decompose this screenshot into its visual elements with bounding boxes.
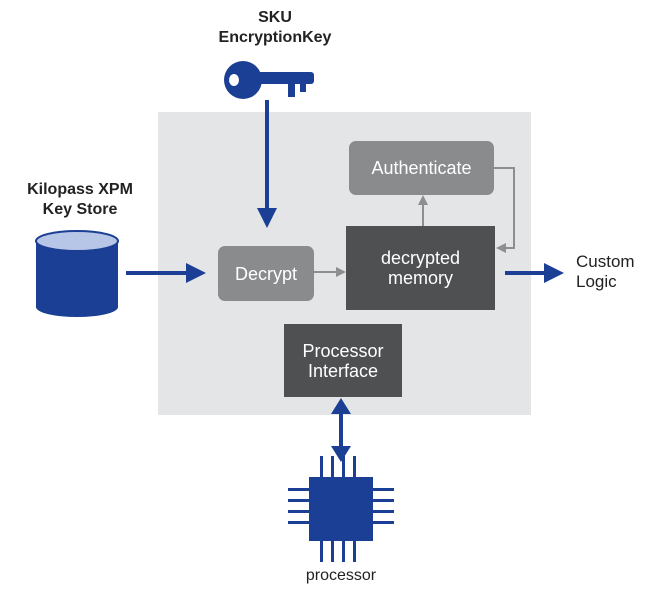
processor-interface-bidirectional-arrow: [331, 398, 351, 462]
keystore-label: Kilopass XPM Key Store: [0, 180, 160, 220]
keystore-label-line2: Key Store: [42, 201, 118, 218]
key-label-line1: SKU: [258, 9, 292, 26]
processor-label: processor: [305, 567, 377, 584]
custom-logic-line1: Custom: [576, 252, 635, 271]
chip-icon: [288, 456, 394, 562]
keystore-label-line1: Kilopass XPM: [27, 181, 133, 198]
authenticate-label: Authenticate: [371, 158, 472, 178]
decrypted-memory-label-line1: decrypted: [380, 248, 461, 268]
decrypt-block: Decrypt: [218, 246, 314, 301]
custom-logic-label: Custom Logic: [576, 252, 649, 292]
decrypt-label: Decrypt: [234, 263, 297, 284]
decrypted-memory-label-line2: memory: [387, 268, 453, 288]
custom-logic-line2: Logic: [576, 272, 617, 291]
processor-interface-label-line2: Interface: [307, 360, 379, 381]
authenticate-loop-arrow: [494, 167, 515, 253]
key-label: SKU EncryptionKey: [210, 8, 340, 48]
processor-interface-block: Processor Interface: [284, 324, 402, 397]
memory-to-authenticate-arrow: [418, 195, 428, 226]
keystore-to-decrypt-arrow: [126, 263, 206, 283]
authenticate-block: Authenticate: [349, 141, 494, 195]
key-label-line2: EncryptionKey: [218, 29, 332, 46]
decrypted-memory-block: decrypted memory: [346, 226, 495, 310]
processor-interface-label-line1: Processor: [302, 340, 384, 361]
decrypt-to-memory-arrow: [314, 267, 346, 277]
key-icon: [224, 61, 314, 99]
database-icon: [35, 230, 119, 317]
memory-to-logic-arrow: [505, 263, 564, 283]
key-to-decrypt-arrow: [257, 100, 277, 228]
